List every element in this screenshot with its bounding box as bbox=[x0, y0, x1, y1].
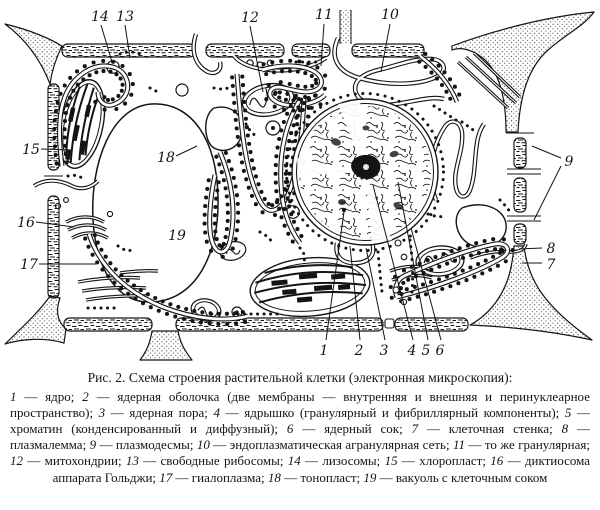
wall-top-d bbox=[351, 43, 425, 58]
callout-19: 19 bbox=[168, 228, 186, 244]
callout-8: 8 bbox=[547, 241, 556, 257]
wall-corner-top-right bbox=[451, 11, 595, 133]
figure-caption: Рис. 2. Схема строения растительной клет… bbox=[87, 370, 513, 385]
wall-bottom-a bbox=[63, 317, 153, 332]
callout-6: 6 bbox=[436, 343, 445, 359]
nuclear-envelope-ribosomes bbox=[285, 92, 445, 252]
plasmodesmata bbox=[44, 10, 541, 222]
nuclear-envelope-inner bbox=[296, 103, 434, 241]
callout-5: 5 bbox=[422, 343, 431, 359]
callout-4: 4 bbox=[407, 343, 417, 359]
wall-bottom-c bbox=[394, 317, 469, 332]
callout-13: 13 bbox=[116, 9, 134, 25]
wall-junction-bottom-middle bbox=[139, 330, 193, 361]
figure-caption-block: Рис. 2. Схема строения растительной клет… bbox=[0, 364, 600, 486]
callout-16: 16 bbox=[17, 215, 35, 231]
golgi-dictyosome bbox=[54, 197, 114, 240]
leader-lines bbox=[35, 23, 562, 341]
vesicle-blob-right bbox=[455, 204, 507, 248]
chloroplast-bottom bbox=[249, 256, 371, 318]
vesicle-bottom-gap bbox=[384, 318, 395, 329]
wall-top-b bbox=[205, 43, 285, 58]
callout-18: 18 bbox=[157, 150, 175, 166]
figure-legend: 1 — ядро; 2 — ядерная оболочка (две мемб… bbox=[10, 389, 591, 485]
rough-er bbox=[52, 51, 515, 327]
callout-12: 12 bbox=[241, 10, 259, 26]
condensed-chromatin bbox=[331, 125, 403, 210]
callout-3: 3 bbox=[380, 343, 389, 359]
wall-channel-top-middle bbox=[340, 10, 351, 44]
callout-10: 10 bbox=[381, 7, 399, 23]
nucleolus bbox=[351, 154, 381, 181]
wall-corner-top-left bbox=[4, 23, 63, 85]
wall-corner-bottom-right bbox=[469, 245, 593, 341]
wall-left-b bbox=[47, 195, 60, 299]
callouts: 14 13 12 11 10 9 8 7 15 16 17 18 19 1 2 … bbox=[17, 7, 573, 359]
callout-9: 9 bbox=[565, 154, 574, 170]
wall-corner-bottom-left bbox=[4, 295, 67, 345]
wall-top-c bbox=[291, 43, 331, 58]
wall-right-a bbox=[513, 137, 527, 169]
callout-2: 2 bbox=[354, 343, 364, 359]
callout-17: 17 bbox=[20, 257, 38, 273]
callout-14: 14 bbox=[91, 9, 109, 25]
wall-right-c bbox=[513, 223, 527, 245]
callout-11: 11 bbox=[315, 7, 333, 23]
free-ribosomes bbox=[66, 50, 512, 316]
callout-15: 15 bbox=[22, 142, 40, 158]
nucleus bbox=[285, 92, 445, 252]
cell-diagram: 14 13 12 11 10 9 8 7 15 16 17 18 19 1 2 … bbox=[4, 7, 595, 361]
callout-7: 7 bbox=[547, 257, 556, 273]
callout-1: 1 bbox=[320, 343, 329, 359]
wall-right-b bbox=[513, 177, 527, 213]
